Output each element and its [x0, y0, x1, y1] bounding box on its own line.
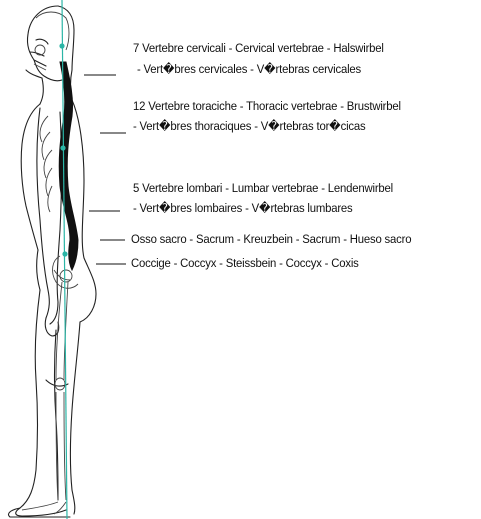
spinal-column: [59, 62, 78, 270]
label-lumbar-line1: 5 Vertebre lombari - Lumbar vertebrae - …: [133, 181, 393, 196]
label-coccyx: Coccige - Coccyx - Steissbein - Coccyx -…: [131, 256, 359, 271]
axis-dot-pelvis: [62, 251, 67, 256]
label-thoracic-line1: 12 Vertebre toraciche - Thoracic vertebr…: [133, 99, 401, 114]
axis-dot-head: [59, 43, 64, 48]
label-sacrum: Osso sacro - Sacrum - Kreuzbein - Sacrum…: [131, 232, 411, 247]
label-lumbar-line2: - Vert�bres lombaires - V�rtebras lumbar…: [133, 201, 353, 216]
axis-dot-thorax: [60, 145, 65, 150]
body-outline: [8, 6, 96, 517]
label-thoracic-line2: - Vert�bres thoraciques - V�rtebras tor�…: [133, 119, 365, 134]
label-cervical-line2: - Vert�bres cervicales - V�rtebras cervi…: [137, 62, 361, 77]
leader-lines: [84, 75, 126, 264]
label-cervical-line1: 7 Vertebre cervicali - Cervical vertebra…: [133, 41, 384, 56]
